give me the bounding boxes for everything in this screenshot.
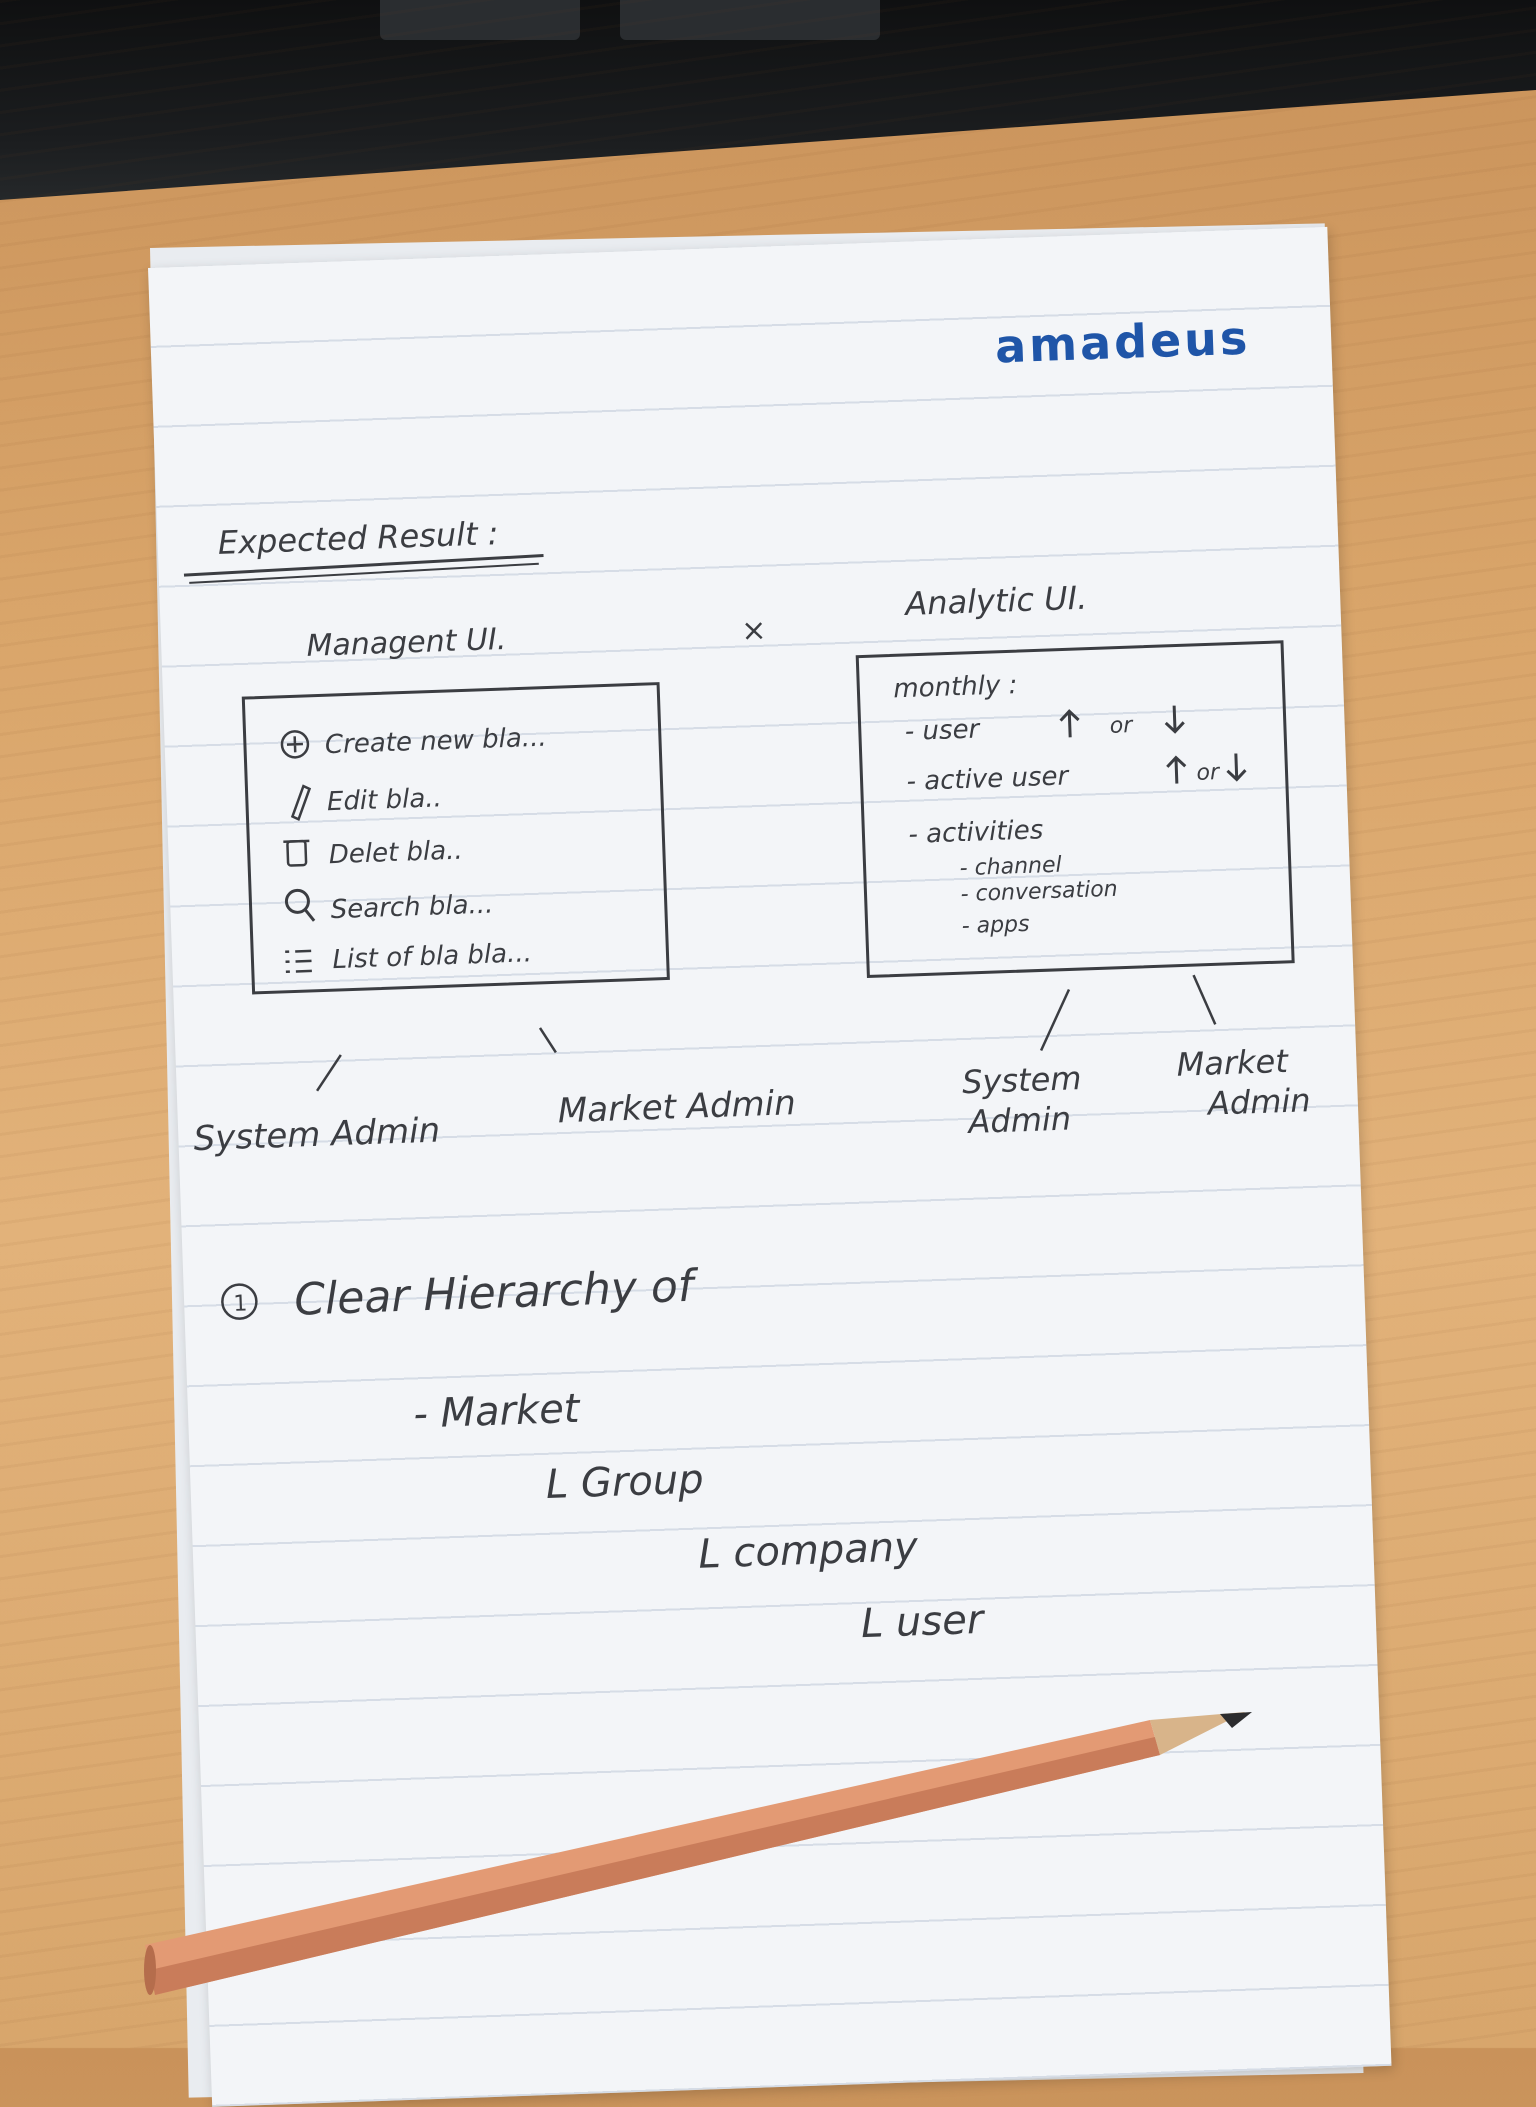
analytic-activity-item: - channel [959,853,1062,882]
handwritten-sketch: Expected Result : × Managent UI. Create … [144,514,1311,1995]
management-role-market-admin: Market Admin [557,1083,796,1131]
management-item-label: Create new bla... [324,723,547,761]
analytic-line-active-user: - active user or [906,753,1247,797]
management-item-label: Edit bla.. [326,783,442,817]
pencil-tip-wood [1150,1712,1245,1755]
analytic-line-label: - user [904,714,982,747]
management-ui-box [241,682,670,995]
pencil-body-shade [150,1737,1160,1995]
number-circle [221,1283,258,1320]
arrow-up-icon [1166,755,1187,784]
analytic-line-or: or [1196,760,1221,786]
management-item-label: Delet bla.. [328,836,463,871]
analytic-line-user: - user or [904,705,1185,747]
management-item-search: Search bla... [284,888,494,926]
management-item-create: Create new bla... [280,723,547,761]
plus-circle-icon [280,730,310,759]
management-item-edit: Edit bla.. [290,783,442,821]
trash-icon-lid [283,839,310,844]
management-item-list: List of bla bla... [285,938,532,975]
analytic-activity-item: - conversation [960,877,1118,907]
list-icon [285,949,312,974]
hierarchy-level-user: L user [860,1597,986,1647]
connector-line [316,1054,342,1092]
management-item-delete: Delet bla.. [283,836,463,871]
heading-underline-2 [189,562,539,584]
analytic-role-system-admin-line1: System [961,1059,1082,1101]
heading-text: Expected Result : [217,514,499,562]
pencil-icon [290,784,312,821]
analytic-activity-item: - apps [961,912,1030,939]
analytic-role-system-admin-line2: Admin [966,1099,1072,1141]
arrow-down-icon [1164,705,1185,734]
separator-mark: × [741,613,767,649]
magnifier-icon [284,888,310,914]
management-role-system-admin: System Admin [193,1111,441,1160]
management-item-label: List of bla bla... [332,938,532,975]
heading-underline [183,554,544,577]
analytic-role-market-admin-line1: Market [1176,1042,1290,1084]
analytic-role-market-admin-line2: Admin [1205,1081,1311,1123]
pencil-end [144,1945,156,1995]
analytic-line-or: or [1109,713,1134,739]
plus-circle-icon-cross [286,736,303,753]
pencil [144,1712,1252,1995]
connector-line [1192,974,1217,1025]
keyboard-key [620,0,880,40]
analytic-heading: monthly : [893,670,1018,704]
hierarchy-number: 1 [233,1291,248,1316]
hierarchy-level-market: - Market [413,1386,582,1438]
trash-icon [286,839,308,867]
arrow-up-icon [1059,709,1080,738]
hierarchy-title: Clear Hierarchy of [293,1261,700,1326]
connector-line [538,1027,557,1054]
magnifier-icon-handle [303,908,316,922]
analytic-ui-title: Analytic UI. [903,579,1088,623]
pencil-graphite-tip [1220,1712,1252,1728]
management-ui-title: Managent UI. [306,622,507,664]
hierarchy-level-group: L Group [545,1457,704,1508]
arrow-down-icon [1226,753,1247,782]
analytic-activities-label: - activities [908,815,1044,850]
analytic-ui-box [855,640,1295,979]
analytic-line-label: - active user [906,761,1071,797]
connector-line [1039,988,1071,1052]
management-item-label: Search bla... [330,890,494,926]
hierarchy-level-company: L company [698,1524,920,1578]
keyboard-key [380,0,580,40]
